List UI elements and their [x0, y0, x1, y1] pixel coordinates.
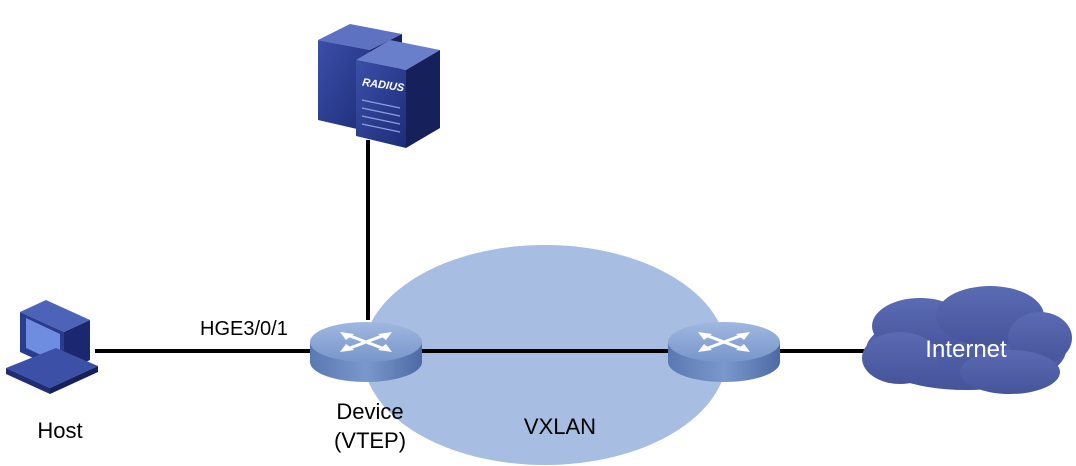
internet-label: Internet [925, 336, 1007, 363]
device-label-line1: Device [336, 399, 404, 424]
device-switch-icon [310, 322, 422, 382]
host-computer-icon [6, 300, 98, 394]
radius-server-icon: RADIUS [318, 24, 440, 148]
device-label-line2: (VTEP) [333, 428, 407, 453]
vxlan-cloud [363, 245, 727, 465]
internet-cloud-icon [862, 286, 1072, 394]
port-label: HGE3/0/1 [200, 318, 288, 340]
remote-switch-icon [668, 322, 780, 382]
host-label: Host [37, 418, 83, 443]
vxlan-label: VXLAN [523, 414, 597, 439]
radius-label: RADIUS [361, 77, 405, 95]
